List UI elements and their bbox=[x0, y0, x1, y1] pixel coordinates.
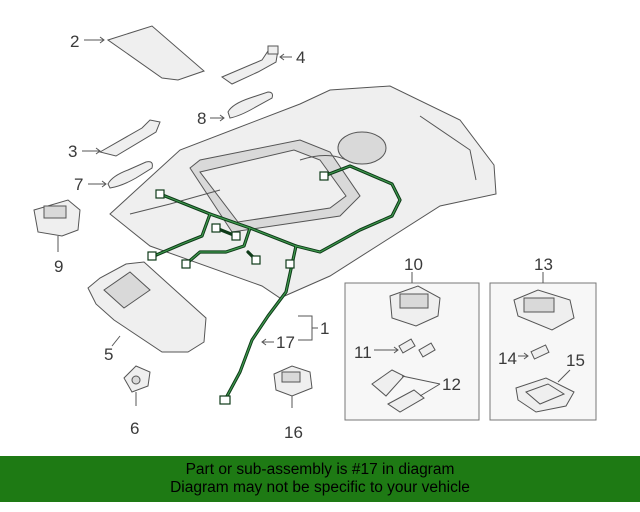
svg-text:6: 6 bbox=[130, 419, 139, 438]
svg-text:7: 7 bbox=[74, 175, 83, 194]
svg-text:2: 2 bbox=[70, 32, 79, 51]
callout-5: 5 bbox=[104, 335, 121, 364]
callout-11: 11 bbox=[354, 343, 399, 362]
callout-3: 3 bbox=[68, 142, 101, 161]
svg-text:13: 13 bbox=[534, 255, 553, 274]
callout-2: 2 bbox=[70, 32, 105, 51]
svg-text:12: 12 bbox=[442, 375, 461, 394]
callout-15: 15 bbox=[557, 351, 585, 383]
headliner-parts-diagram: 2 4 8 3 7 bbox=[33, 25, 597, 442]
svg-text:9: 9 bbox=[54, 257, 63, 276]
svg-text:14: 14 bbox=[498, 349, 517, 368]
callout-4: 4 bbox=[279, 48, 305, 67]
part-2-panel[interactable] bbox=[106, 25, 205, 81]
svg-text:5: 5 bbox=[104, 345, 113, 364]
part-14-bulb[interactable] bbox=[530, 344, 550, 360]
callout-6: 6 bbox=[130, 419, 139, 438]
svg-text:4: 4 bbox=[296, 48, 305, 67]
banner-line-2: Diagram may not be specific to your vehi… bbox=[170, 479, 470, 496]
svg-text:16: 16 bbox=[284, 423, 303, 442]
svg-text:1: 1 bbox=[320, 319, 329, 338]
part-3-bracket[interactable] bbox=[98, 119, 161, 157]
callout-14: 14 bbox=[498, 349, 529, 368]
part-16-lamp[interactable] bbox=[273, 365, 313, 408]
part-13-lamp-assembly[interactable] bbox=[513, 289, 575, 331]
part-17-wiring-harness[interactable] bbox=[147, 164, 402, 405]
svg-text:8: 8 bbox=[197, 109, 206, 128]
svg-text:15: 15 bbox=[566, 351, 585, 370]
part-5-sun-visor[interactable] bbox=[87, 261, 207, 353]
callout-1: 1 bbox=[298, 315, 329, 341]
callout-16: 16 bbox=[284, 423, 303, 442]
callout-17: 17 bbox=[261, 333, 295, 352]
info-banner: Part or sub-assembly is #17 in diagram D… bbox=[0, 456, 640, 502]
svg-text:11: 11 bbox=[354, 343, 372, 362]
part-8-handle[interactable] bbox=[227, 91, 273, 119]
svg-text:17: 17 bbox=[276, 333, 295, 352]
part-9-lamp[interactable] bbox=[33, 199, 81, 252]
part-11-bulbs[interactable] bbox=[398, 338, 436, 358]
callout-8: 8 bbox=[197, 109, 225, 128]
part-10-lamp-assembly[interactable] bbox=[389, 285, 441, 327]
headliner-panel[interactable] bbox=[109, 85, 497, 299]
callout-12: 12 bbox=[401, 375, 461, 397]
svg-text:10: 10 bbox=[404, 255, 423, 274]
part-4-bracket[interactable] bbox=[220, 45, 279, 85]
part-15-lens[interactable] bbox=[515, 377, 575, 413]
callout-7: 7 bbox=[74, 175, 107, 194]
banner-line-1: Part or sub-assembly is #17 in diagram bbox=[185, 461, 455, 478]
callout-9: 9 bbox=[54, 257, 63, 276]
svg-text:3: 3 bbox=[68, 142, 77, 161]
part-7-handle[interactable] bbox=[107, 161, 153, 189]
part-6-clip[interactable] bbox=[123, 365, 151, 406]
